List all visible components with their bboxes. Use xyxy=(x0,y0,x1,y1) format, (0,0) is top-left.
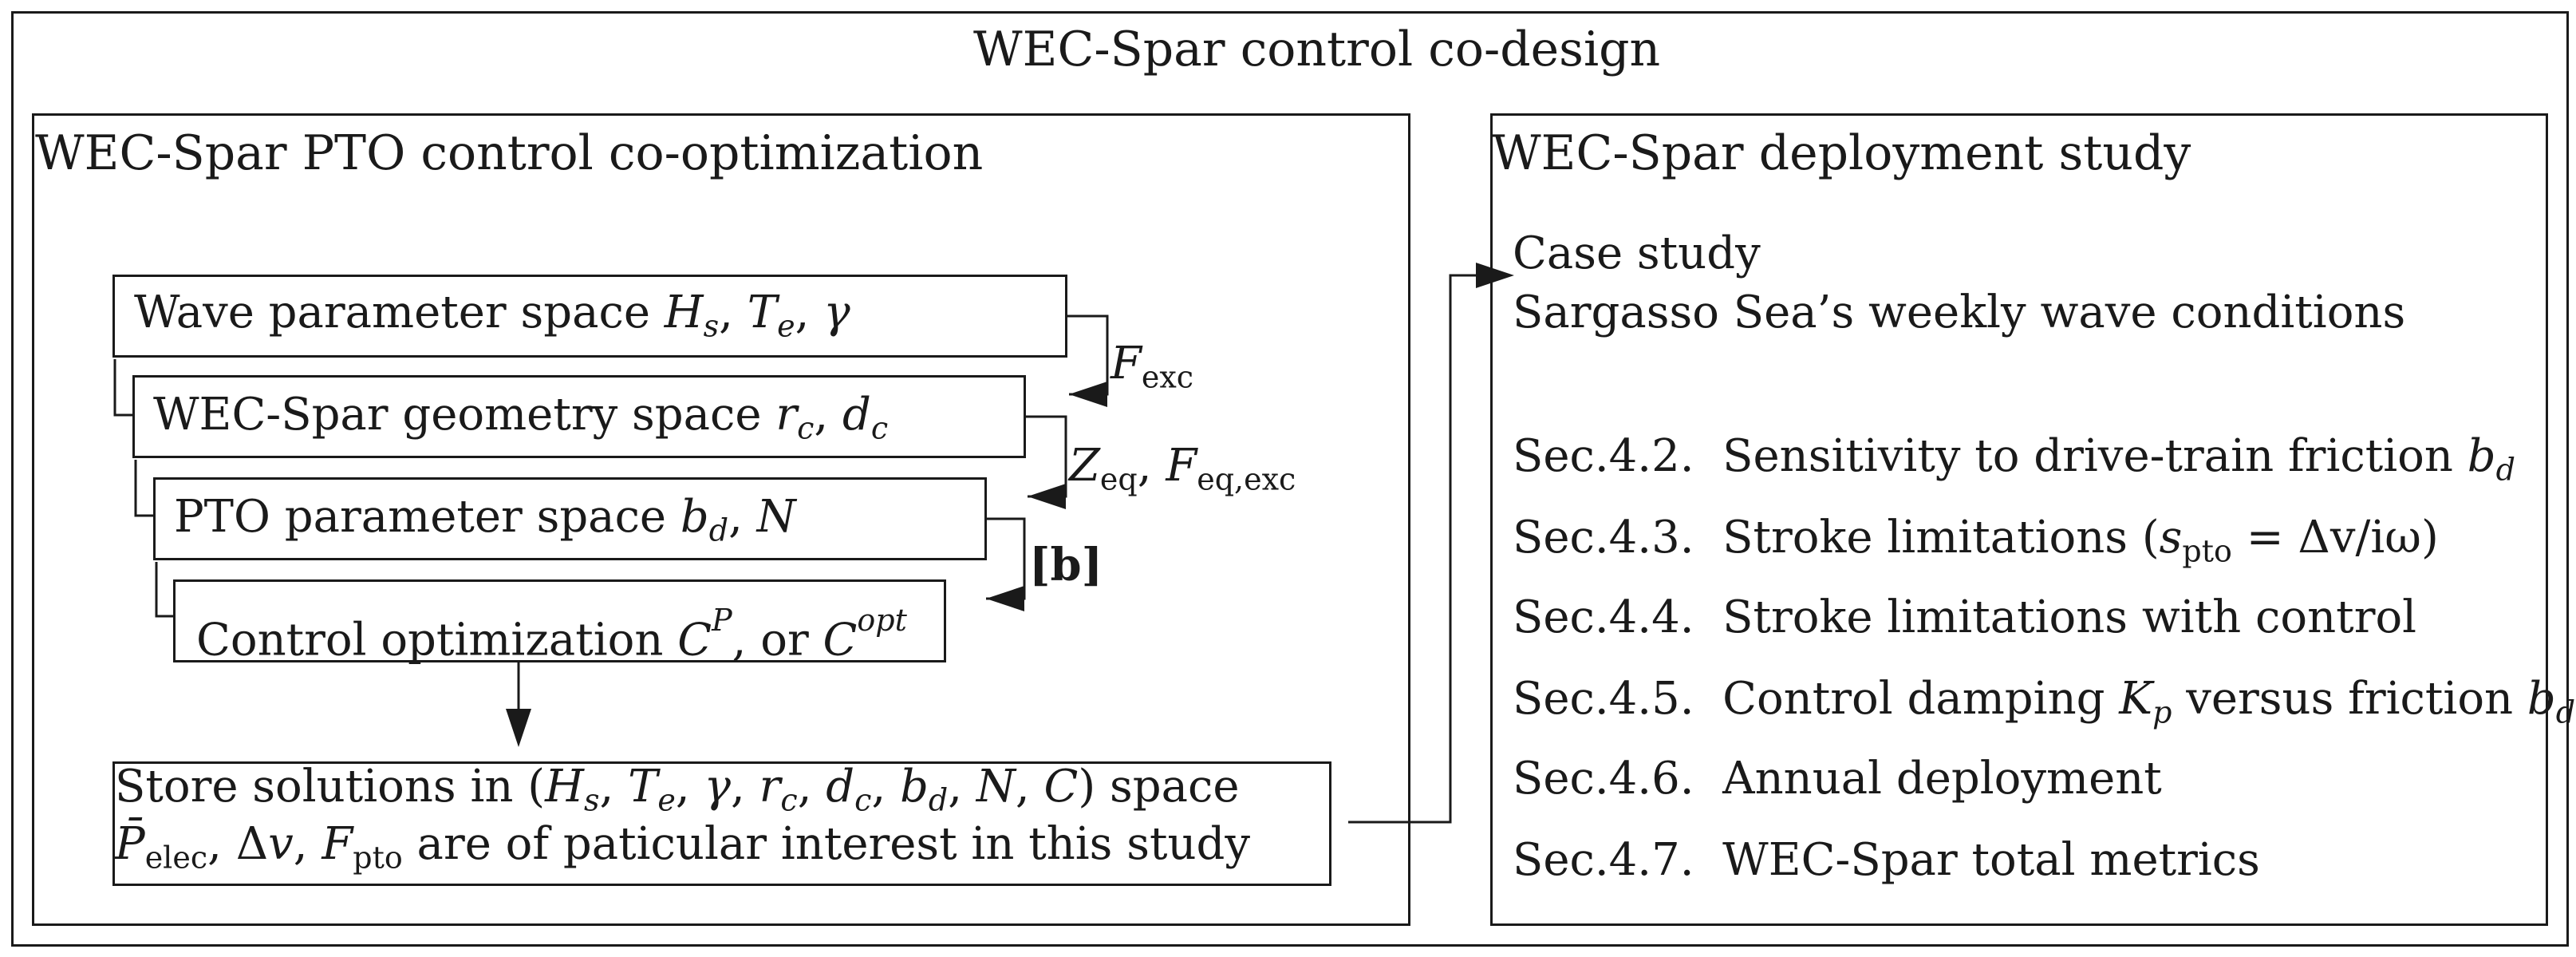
store-solutions-line1: Store solutions in (Hs, Te, γ, rc, dc, b… xyxy=(115,761,1240,818)
geometry-box xyxy=(132,375,1026,458)
right-panel-heading: WEC-Spar deployment study xyxy=(1492,125,2191,181)
arrowhead-b xyxy=(986,586,1024,611)
arrowhead-to-deployment xyxy=(1476,263,1514,288)
section-4-6: Sec.4.6. Annual deployment xyxy=(1513,753,2162,805)
left-panel xyxy=(32,113,1410,926)
control-optimization-box xyxy=(173,579,946,662)
section-4-3: Sec.4.3. Stroke limitations (spto = Δv/i… xyxy=(1513,512,2439,569)
geometry-label: WEC-Spar geometry space rc, dc xyxy=(153,389,889,446)
outer-frame xyxy=(11,11,2569,947)
arrow-label-b-vector: [b] xyxy=(1029,539,1103,591)
arrowhead-to-store xyxy=(506,709,531,747)
arrow-fexc xyxy=(1067,314,1109,396)
section-4-5: Sec.4.5. Control damping Kp versus frict… xyxy=(1513,673,2576,730)
right-panel xyxy=(1490,113,2548,926)
diagram-title: WEC-Spar control co-design xyxy=(973,22,1661,77)
arrow-to-deployment xyxy=(1348,274,1492,824)
store-solutions-box xyxy=(112,761,1331,886)
wave-parameter-box xyxy=(112,275,1067,358)
arrow-b xyxy=(986,517,1026,600)
section-4-7: Sec.4.7. WEC-Spar total metrics xyxy=(1513,834,2260,886)
control-optimization-label: Control optimization CP, or Copt xyxy=(196,603,907,666)
arrow-label-zeq-feqexc: Zeq, Feq,exc xyxy=(1069,440,1296,497)
pto-parameter-box xyxy=(153,477,987,560)
nesting-tick-1 xyxy=(113,359,132,417)
wave-parameter-label: Wave parameter space Hs, Te, γ xyxy=(134,287,850,344)
section-4-2: Sec.4.2. Sensitivity to drive-train fric… xyxy=(1513,430,2515,488)
arrowhead-zeq xyxy=(1028,484,1066,509)
case-study-line2: Sargasso Sea’s weekly wave conditions xyxy=(1513,287,2406,338)
arrow-label-fexc: Fexc xyxy=(1110,338,1194,395)
nesting-tick-2 xyxy=(134,460,153,517)
section-4-4: Sec.4.4. Stroke limitations with control xyxy=(1513,591,2417,643)
store-solutions-line2: P̄elec, Δv, Fpto are of paticular intere… xyxy=(115,818,1250,876)
left-panel-heading: WEC-Spar PTO control co-optimization xyxy=(35,125,984,181)
case-study-line1: Case study xyxy=(1513,227,1761,279)
arrowhead-fexc xyxy=(1069,382,1107,407)
pto-parameter-label: PTO parameter space bd, N xyxy=(174,491,796,548)
arrow-zeq xyxy=(1026,415,1067,498)
nesting-tick-3 xyxy=(155,562,173,618)
